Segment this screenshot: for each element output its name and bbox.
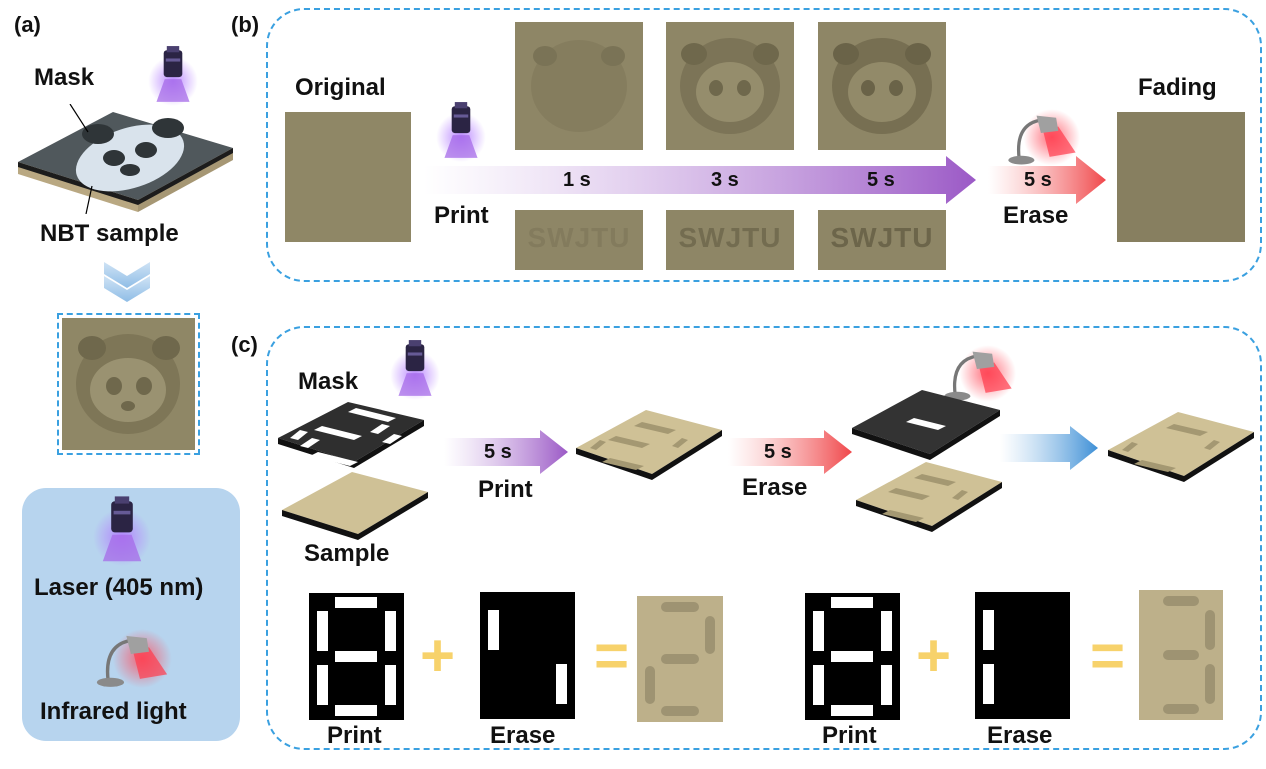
panel-c-erase-time: 5 s	[764, 441, 792, 463]
panel-c-laser-icon	[384, 338, 446, 400]
legend-infrared-lamp-icon	[92, 620, 172, 688]
erase-time-arrow	[988, 156, 1106, 204]
print-label: Print	[434, 202, 489, 229]
legend-infrared-label: Infrared light	[40, 698, 187, 725]
down-chevron-icon	[104, 262, 150, 302]
mask-pointer-line	[69, 104, 89, 133]
panda-tile-5s	[818, 22, 946, 150]
print-time-5s: 5 s	[867, 169, 895, 191]
erase-sample-slab	[856, 462, 1002, 532]
original-label: Original	[295, 74, 386, 101]
eq-left-print-label: Print	[327, 722, 382, 749]
swjtu-text-5s: SWJTU	[830, 222, 934, 253]
panda-tile-1s	[515, 22, 643, 150]
panel-c-print-label: Print	[478, 476, 533, 503]
printed-sample-slab	[576, 410, 722, 480]
panel-c-sample-slab	[282, 472, 428, 540]
print-time-3s: 3 s	[711, 169, 739, 191]
swjtu-text-1s: SWJTU	[527, 222, 631, 253]
panel-a-mask-label: Mask	[34, 64, 95, 91]
equals-sign-left: =	[594, 622, 630, 689]
sample-pointer-line	[85, 185, 93, 214]
eq-right-print-label: Print	[822, 722, 877, 749]
print-pattern-left	[309, 593, 404, 720]
swjtu-strip-5s	[818, 210, 946, 270]
plus-sign-left: +	[420, 622, 456, 689]
laser-icon	[142, 44, 204, 106]
print-time-1s: 1 s	[563, 169, 591, 191]
panel-c-label: (c)	[231, 332, 258, 357]
panda-mask-icon	[75, 118, 185, 192]
result-digit-left	[637, 596, 723, 722]
print-laser-icon	[430, 100, 492, 162]
erase-pattern-left	[480, 592, 575, 719]
panel-c-frame	[266, 326, 1262, 750]
nbt-sample-with-mask	[18, 104, 233, 214]
panel-b-frame	[266, 8, 1262, 282]
print-time-arrow	[424, 156, 976, 204]
panel-a-result-frame	[57, 313, 200, 455]
panel-c-mask-label: Mask	[298, 368, 359, 395]
erase-mask-slab	[852, 390, 1000, 460]
panda-print-result	[62, 318, 195, 450]
plus-sign-right: +	[916, 622, 952, 689]
seven-segment-mask	[278, 402, 424, 468]
legend-laser-icon	[86, 494, 158, 566]
panel-c-print-arrow	[444, 430, 568, 474]
panel-b-label: (b)	[231, 12, 260, 37]
fading-label: Fading	[1138, 74, 1217, 101]
result-arrow	[1000, 426, 1098, 470]
original-sample-tile	[285, 112, 411, 242]
panda-tile-3s	[666, 22, 794, 150]
swjtu-strip-1s	[515, 210, 643, 270]
equals-sign-right: =	[1090, 622, 1126, 689]
panel-c-erase-arrow	[728, 430, 852, 474]
swjtu-text-3s: SWJTU	[678, 222, 782, 253]
panel-c-print-time: 5 s	[484, 441, 512, 463]
eq-left-erase-label: Erase	[490, 722, 556, 749]
panel-c-erase-label: Erase	[742, 474, 808, 501]
erase-pattern-right	[975, 592, 1070, 719]
eq-right-erase-label: Erase	[987, 722, 1053, 749]
fading-sample-tile	[1117, 112, 1245, 242]
erase-time-5s: 5 s	[1024, 169, 1052, 191]
result-digit-right	[1139, 590, 1223, 720]
final-sample-slab	[1108, 412, 1254, 482]
print-pattern-right	[805, 593, 900, 720]
swjtu-strip-3s	[666, 210, 794, 270]
panel-c-sample-label: Sample	[304, 540, 390, 567]
panel-a-sample-label: NBT sample	[40, 220, 179, 247]
erase-label: Erase	[1003, 202, 1069, 229]
legend-laser-label: Laser (405 nm)	[34, 574, 204, 601]
panel-a-label: (a)	[14, 12, 41, 37]
